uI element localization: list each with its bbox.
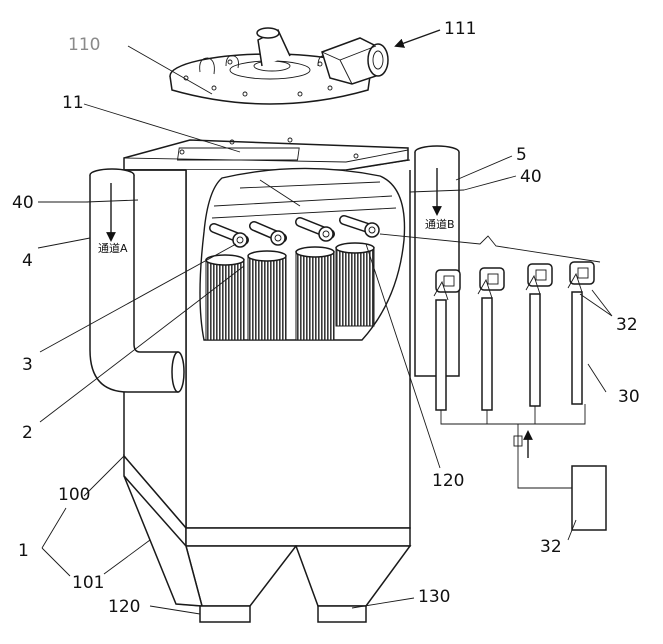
ref-3: 3	[22, 355, 33, 375]
valve-3	[525, 263, 553, 407]
ref-40-left: 40	[12, 193, 34, 213]
ref-11: 11	[62, 93, 84, 113]
leader-32-valves	[579, 289, 613, 317]
ref-130: 130	[418, 587, 450, 607]
ref-100: 100	[58, 485, 90, 505]
ref-2: 2	[22, 423, 33, 443]
leader-120-mid	[365, 243, 441, 469]
cutaway-window	[199, 167, 406, 341]
ref-40-right: 40	[520, 167, 542, 187]
ref-111: 111	[444, 19, 476, 39]
pipe-b	[409, 145, 465, 377]
fan-unit	[321, 37, 389, 85]
leader-100	[83, 455, 125, 497]
valve-2	[477, 267, 505, 411]
leader-110	[127, 45, 213, 95]
pulse-valves	[433, 261, 595, 489]
controller-box	[571, 465, 607, 531]
top-cover	[169, 27, 371, 105]
ref-5: 5	[516, 145, 527, 165]
leader-40-right	[463, 175, 517, 191]
ref-1: 1	[18, 541, 29, 561]
leader-3	[39, 243, 237, 353]
channel-a-label: 通道A	[98, 241, 128, 255]
channel-b-label: 通道B	[425, 217, 455, 231]
leader-111	[394, 29, 441, 48]
ref-110: 110	[68, 35, 100, 55]
valve-4	[567, 261, 595, 405]
ref-120-mid: 120	[432, 471, 464, 491]
leader-130	[351, 597, 415, 609]
ref-4: 4	[22, 251, 33, 271]
leader-lines	[37, 29, 613, 615]
leader-101	[103, 539, 151, 575]
ref-32-valves: 32	[616, 315, 638, 335]
break-line	[379, 233, 601, 263]
ref-32-box: 32	[540, 537, 562, 557]
leader-2	[39, 265, 245, 423]
bracket-1	[41, 507, 71, 577]
leader-30	[587, 363, 607, 393]
leader-5	[455, 155, 513, 181]
leader-4	[37, 237, 91, 249]
ref-120-bottom: 120	[108, 597, 140, 617]
leader-120-bottom	[149, 605, 201, 615]
leader-32-box	[567, 519, 577, 541]
hoppers	[123, 453, 412, 623]
ref-30: 30	[618, 387, 640, 407]
ref-101: 101	[72, 573, 104, 593]
leader-11	[83, 103, 241, 153]
